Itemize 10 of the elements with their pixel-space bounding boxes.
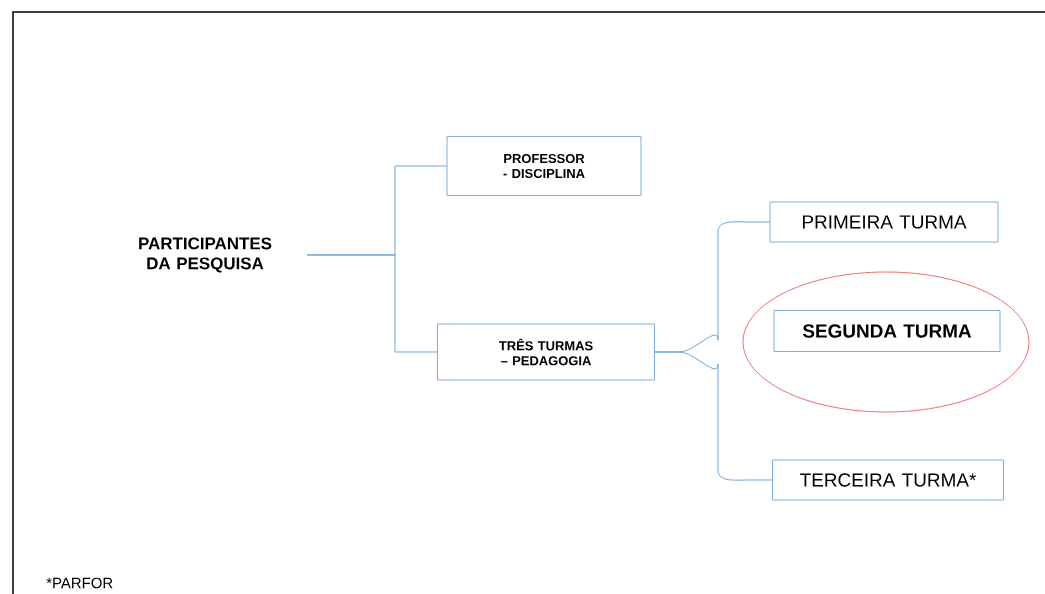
category-box: PROFESSOR - DISCIPLINA [446, 136, 642, 196]
category-box: TRÊS TURMAS – PEDAGOGIA [437, 323, 655, 381]
category-box: SEGUNDA TURMA [773, 310, 1001, 352]
footnote-text: *PARFOR [46, 577, 113, 589]
title-text: PARTICIPANTES DA PESQUISA [139, 237, 272, 273]
brace-line [654, 351, 773, 481]
bracket-line [306, 254, 438, 353]
ellipse-highlight [742, 271, 1030, 413]
category-box: PRIMEIRA TURMA [769, 201, 999, 243]
category-box: TERCEIRA TURMA* [772, 459, 1004, 501]
